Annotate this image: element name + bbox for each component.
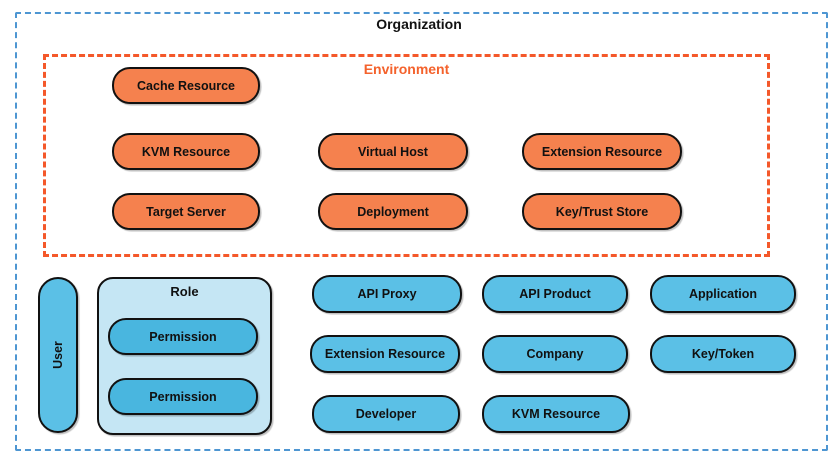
shape-kvm-resource-environment: KVM Resource	[112, 133, 260, 170]
shape-extension-resource-environment: Extension Resource	[522, 133, 682, 170]
shape-developer: Developer	[312, 395, 460, 433]
shape-cache-resource: Cache Resource	[112, 67, 260, 104]
shape-user: User	[38, 277, 78, 433]
shape-application: Application	[650, 275, 796, 313]
organization-boundary	[15, 12, 828, 451]
role-label: Role	[170, 284, 199, 299]
shape-api-product: API Product	[482, 275, 628, 313]
shape-kvm-resource-organization: KVM Resource	[482, 395, 630, 433]
shape-key-token: Key/Token	[650, 335, 796, 373]
environment-boundary	[43, 54, 770, 257]
shape-api-proxy: API Proxy	[312, 275, 462, 313]
user-label: User	[50, 341, 65, 369]
shape-permission-2: Permission	[108, 378, 258, 415]
shape-virtual-host: Virtual Host	[318, 133, 468, 170]
shape-key-trust-store: Key/Trust Store	[522, 193, 682, 230]
shape-target-server: Target Server	[112, 193, 260, 230]
environment-title: Environment	[363, 61, 450, 77]
shape-permission-1: Permission	[108, 318, 258, 355]
organization-title: Organization	[376, 16, 462, 32]
shape-extension-resource-organization: Extension Resource	[310, 335, 460, 373]
shape-company: Company	[482, 335, 628, 373]
shape-deployment: Deployment	[318, 193, 468, 230]
